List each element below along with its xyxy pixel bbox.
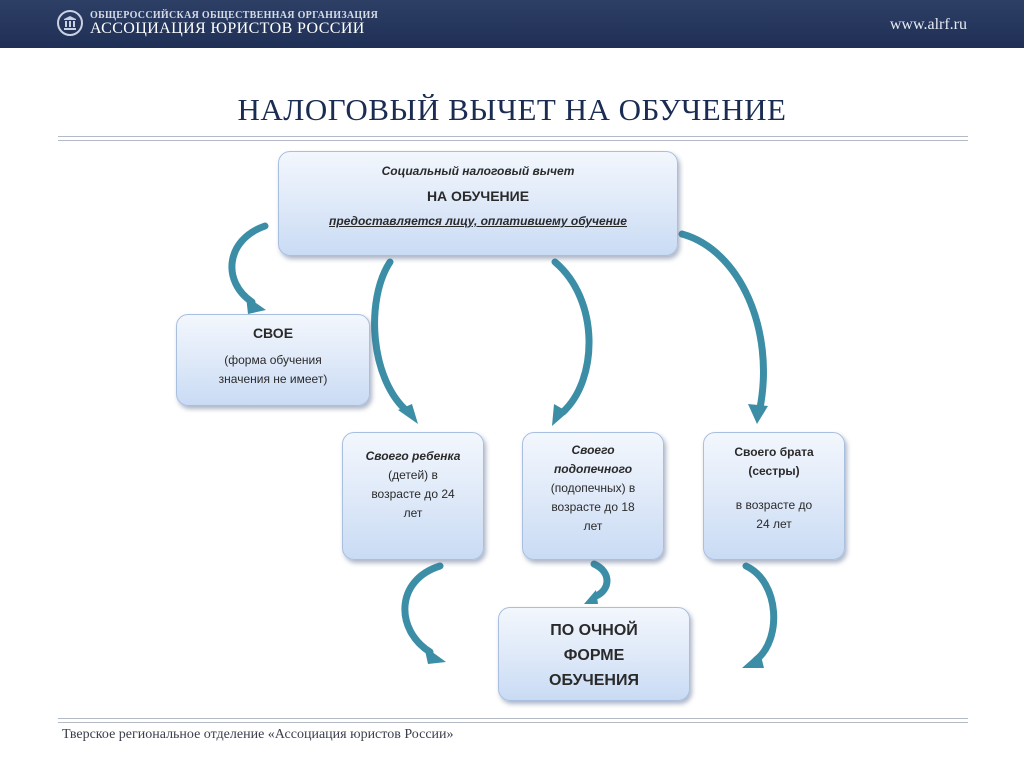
arrowhead-own xyxy=(246,296,266,314)
footer-divider-2 xyxy=(58,722,968,723)
arrowhead-fulltime-right xyxy=(742,652,764,668)
title-divider xyxy=(58,136,968,137)
ward-box-line5: лет xyxy=(583,519,603,533)
fulltime-box-line1: ПО ОЧНОЙ xyxy=(550,622,638,639)
logo-emblem-icon xyxy=(57,10,83,36)
own-box-line1: (форма обучения xyxy=(224,353,322,367)
arrow-main-to-child xyxy=(371,258,412,416)
title-divider-2 xyxy=(58,140,968,141)
sibling-box-line2: (сестры) xyxy=(748,464,800,478)
header-bar: ОБЩЕРОССИЙСКАЯ ОБЩЕСТВЕННАЯ ОРГАНИЗАЦИЯ … xyxy=(0,0,1024,48)
fulltime-box-line3: ОБУЧЕНИЯ xyxy=(549,672,639,689)
arrow-child-to-fulltime xyxy=(401,562,444,656)
arrow-main-to-own xyxy=(228,222,269,306)
sibling-box-line1: Своего брата xyxy=(734,445,814,459)
own-box: СВОЕ (форма обучения значения не имеет) xyxy=(176,314,370,406)
own-box-title: СВОЕ xyxy=(252,325,294,341)
slide-title: НАЛОГОВЫЙ ВЫЧЕТ НА ОБУЧЕНИЕ xyxy=(237,92,787,127)
arrow-main-to-sibling xyxy=(678,230,767,412)
ward-box-line4: возрасте до 18 xyxy=(551,500,635,514)
org-name-line2: АССОЦИАЦИЯ ЮРИСТОВ РОССИИ xyxy=(90,20,365,37)
child-box-line2: (детей) в xyxy=(388,468,438,482)
arrowhead-sibling xyxy=(748,404,768,424)
ward-box: Своего подопечного (подопечных) в возрас… xyxy=(522,432,664,560)
main-box-line3: предоставляется лицу, оплатившему обучен… xyxy=(329,214,627,228)
org-name-line1: ОБЩЕРОССИЙСКАЯ ОБЩЕСТВЕННАЯ ОРГАНИЗАЦИЯ xyxy=(90,10,379,21)
child-box-line4: лет xyxy=(403,506,423,520)
arrowhead-child xyxy=(398,404,418,424)
main-deduction-box: Социальный налоговый вычет НА ОБУЧЕНИЕ п… xyxy=(278,151,678,256)
arrow-ward-to-fulltime xyxy=(590,560,611,600)
ward-box-line1: Своего xyxy=(571,443,615,457)
ward-box-line3: (подопечных) в xyxy=(550,481,636,495)
sibling-box-line3: в возрасте до xyxy=(735,498,813,512)
fulltime-box: ПО ОЧНОЙ ФОРМЕ ОБУЧЕНИЯ xyxy=(498,607,690,701)
sibling-box-line4: 24 лет xyxy=(756,517,792,531)
sibling-box: Своего брата (сестры) в возрасте до 24 л… xyxy=(703,432,845,560)
main-box-line2: НА ОБУЧЕНИЕ xyxy=(426,188,530,204)
footer-divider xyxy=(58,718,968,719)
arrow-sibling-to-fulltime xyxy=(742,562,778,664)
fulltime-box-line2: ФОРМЕ xyxy=(563,647,625,664)
website-link[interactable]: www.alrf.ru xyxy=(889,16,967,33)
child-box-line3: возрасте до 24 xyxy=(371,487,455,501)
main-box-line1: Социальный налоговый вычет xyxy=(381,164,575,178)
arrowhead-fulltime-left xyxy=(424,646,446,664)
child-box: Своего ребенка (детей) в возрасте до 24 … xyxy=(342,432,484,560)
ward-box-line2: подопечного xyxy=(553,462,633,476)
arrow-main-to-ward xyxy=(551,258,593,416)
arrowhead-fulltime-mid xyxy=(584,590,598,604)
own-box-line2: значения не имеет) xyxy=(218,372,328,386)
child-box-line1: Своего ребенка xyxy=(365,449,461,463)
arrowhead-ward xyxy=(552,404,568,426)
footer-text: Тверское региональное отделение «Ассоциа… xyxy=(62,727,454,742)
